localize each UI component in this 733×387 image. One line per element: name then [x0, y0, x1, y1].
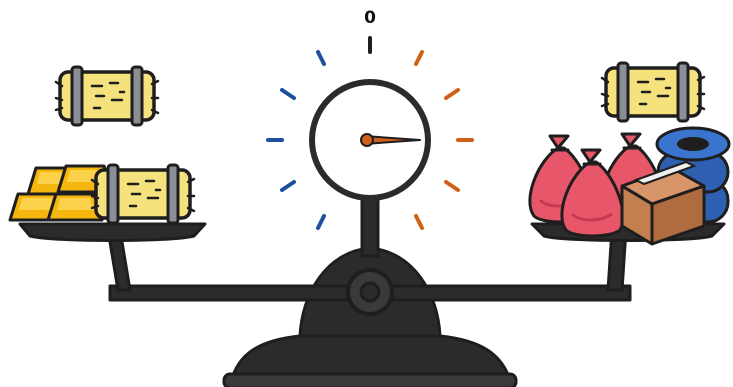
hay-bale-icon — [92, 165, 194, 223]
hay-bale-icon — [602, 63, 704, 121]
dial-zero-label: 0 — [0, 8, 733, 28]
left-pan — [20, 224, 205, 241]
hay-bale-icon — [56, 67, 158, 125]
